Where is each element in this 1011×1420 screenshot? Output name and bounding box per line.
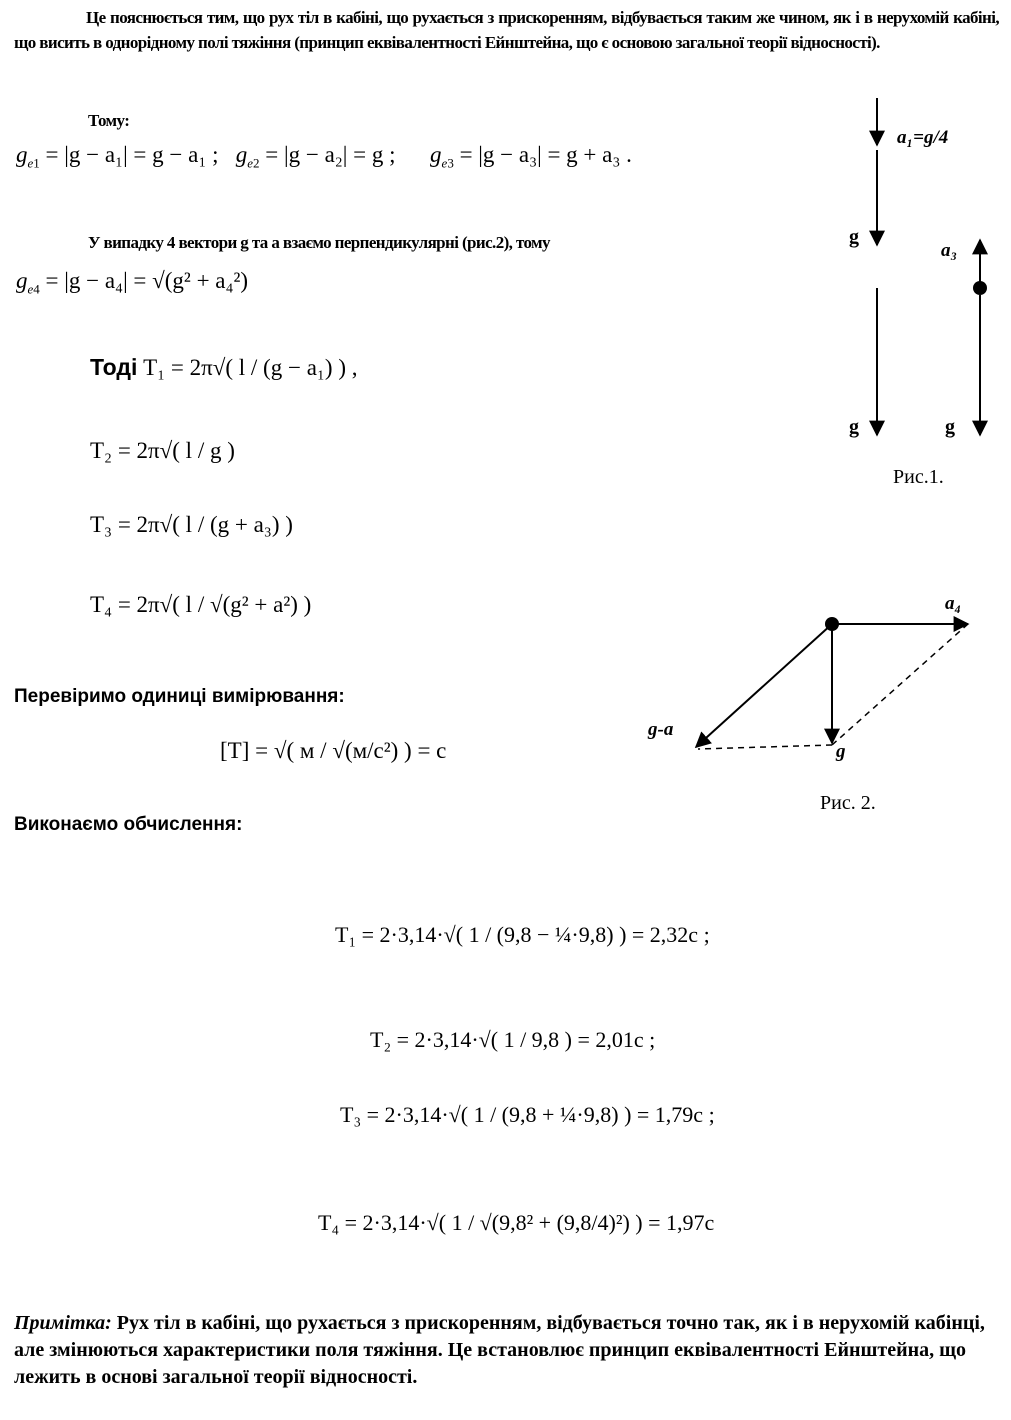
a3-label: a₃ [941,240,957,261]
case4-text: У випадку 4 вектори g та a взаємо перпен… [88,233,551,252]
g-label-right: g [945,416,955,438]
calc-t3: T₃ = 2·3,14·√( 1 / (9,8 + ¼·9,8) ) = 1,7… [340,1102,715,1127]
calc-t2: T₂ = 2·3,14·√( 1 / 9,8 ) = 2,01с ; [370,1027,656,1052]
a4-label: a₄ [945,593,961,614]
figure-2: a₄ g g-a Рис. 2. [647,593,970,814]
ge1-formula: ge1 = |g − a₁| = g − a₁ ; [16,142,219,171]
body-dot-fig1 [973,281,987,295]
dashed-diagonal [831,623,969,746]
g-label-top: g [849,226,859,248]
t1-formula-row: Тоді T₁ = 2π√( l / (g − a₁) ) , [90,352,357,383]
t1-formula: T₁ = 2π√( l / (g − a₁) ) , [143,355,358,380]
figure-1: a₁=g/4 g g a₃ g Рис.1. [849,98,988,488]
g-label-fig2: g [835,741,846,762]
g-minus-a-label: g-a [647,719,674,740]
note-label: Примітка: [14,1312,112,1334]
g-minus-a-arrow [694,623,833,749]
dashed-bottom [697,744,833,750]
todi-label: Тоді [90,354,138,380]
units-heading: Перевіримо одиниці вимірювання: [14,686,345,707]
calc-t1: T₁ = 2·3,14·√( 1 / (9,8 − ¼·9,8) ) = 2,3… [335,922,710,947]
g-label-left: g [849,416,859,438]
calc-t4: T₄ = 2·3,14·√( 1 / √(9,8² + (9,8/4)²) ) … [318,1210,715,1235]
t2-formula: T₂ = 2π√( l / g ) [90,438,235,463]
intro-paragraph: Це пояснюється тим, що рух тіл в кабіні,… [14,8,1000,52]
a1-label: a₁=g/4 [897,127,948,148]
ge3-formula: ge3 = |g − a₃| = g + a₃ . [430,142,632,171]
units-formula: [T] = √( м / √(м/с²) ) = с [220,738,447,763]
ge-formulas: ge1 = |g − a₁| = g − a₁ ; ge2 = |g − a₂|… [16,140,632,179]
fig1-caption: Рис.1. [893,466,944,488]
ge4-formula: ge4 = |g − a₄| = √(g² + a₄²) [16,268,249,297]
t3-formula: T₃ = 2π√( l / (g + a₃) ) [90,512,293,537]
fig2-caption: Рис. 2. [820,792,876,814]
tomu-label: Тому: [88,111,130,130]
calc-heading: Виконаємо обчислення: [14,814,243,835]
note-paragraph: Примітка: Рух тіл в кабіні, що рухається… [14,1310,999,1391]
t4-formula: T₄ = 2π√( l / √(g² + a²) ) [90,592,312,617]
ge2-formula: ge2 = |g − a₂| = g ; [235,142,396,171]
note-text: Рух тіл в кабіні, що рухається з прискор… [14,1312,985,1388]
body-dot-fig2 [825,617,839,631]
